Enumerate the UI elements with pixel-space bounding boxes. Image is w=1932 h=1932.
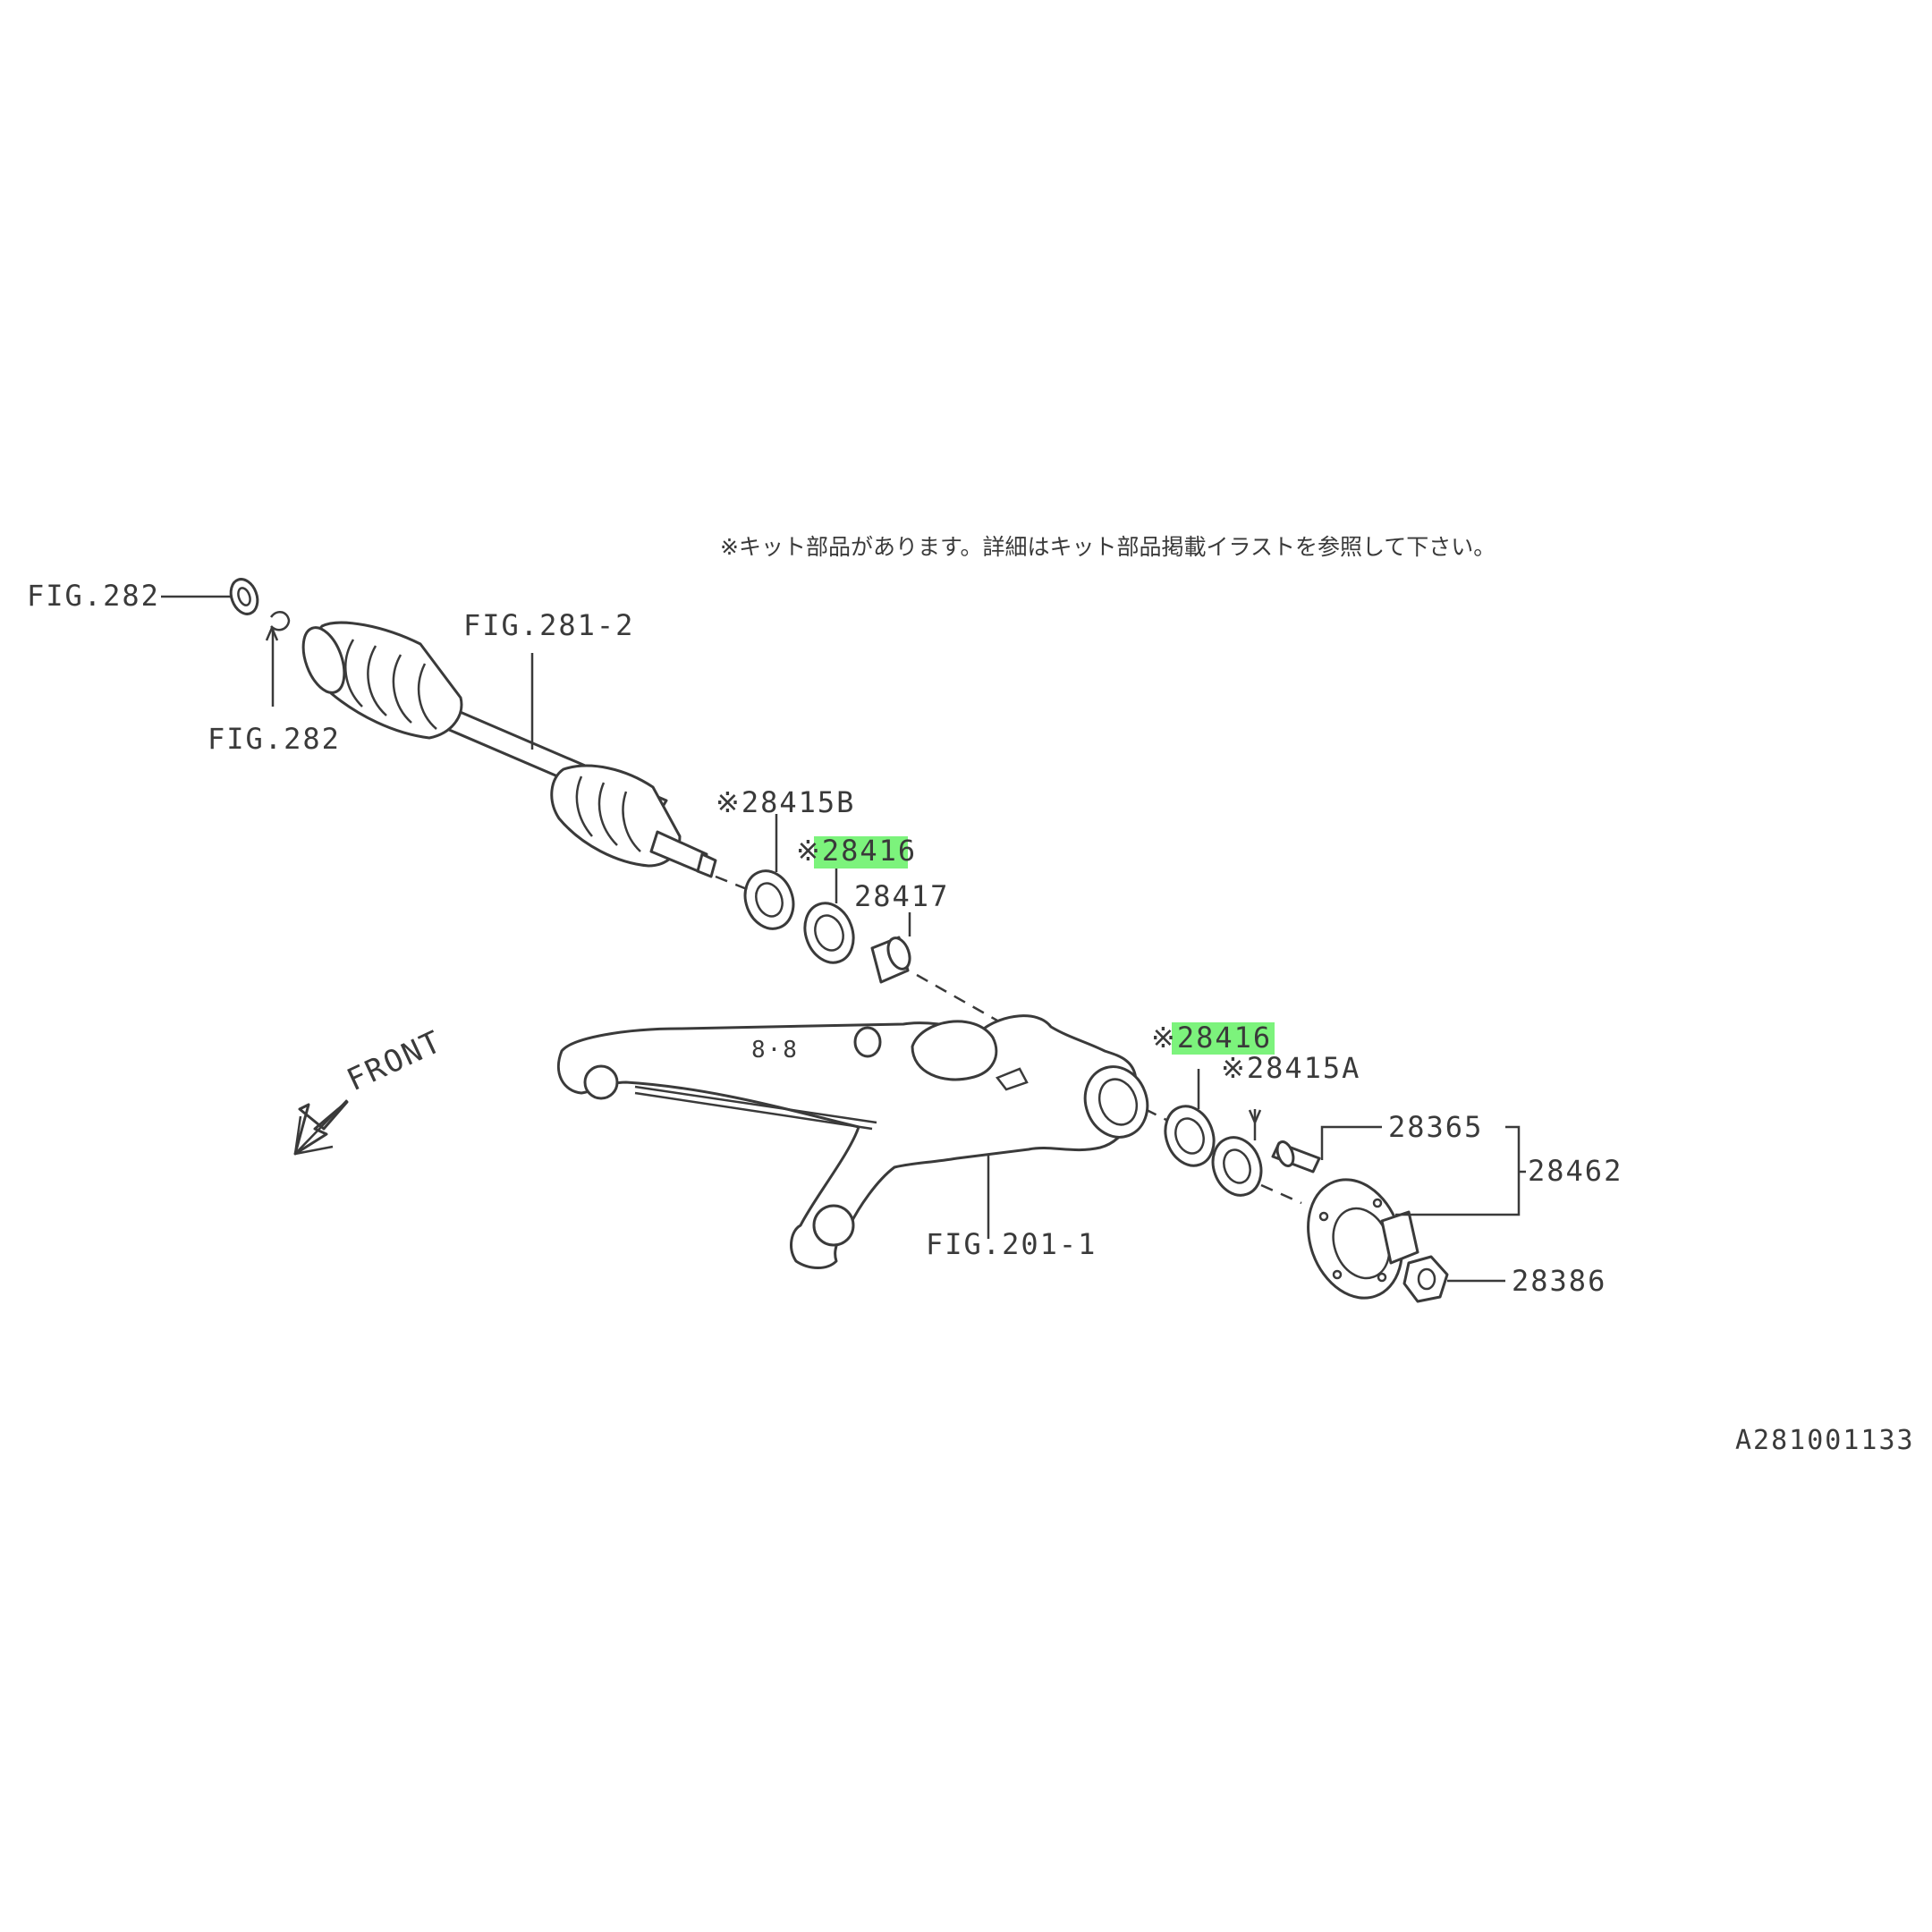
- drive-shaft: [301, 621, 717, 878]
- label-28415A: ※28415A: [1221, 1051, 1360, 1085]
- label-28462: 28462: [1528, 1154, 1623, 1188]
- rear-housing: 8·8: [556, 1014, 1149, 1269]
- illustration-id: A281001133: [1735, 1425, 1915, 1456]
- label-fig282-bottom: FIG.282: [208, 722, 341, 756]
- label-28417: 28417: [854, 879, 949, 913]
- inner-washers: [229, 578, 291, 631]
- label-28415B: ※28415B: [716, 785, 855, 819]
- label-fig201-1: FIG.201-1: [926, 1227, 1097, 1261]
- label-28365: 28365: [1388, 1110, 1483, 1144]
- hub-bolt-28365: [1271, 1140, 1321, 1174]
- label-28416-upper: ※28416: [796, 834, 917, 868]
- nut-28386: [1402, 1255, 1449, 1303]
- label-28416-lower: ※28416: [1151, 1021, 1272, 1055]
- svg-text:8·8: 8·8: [751, 1037, 799, 1063]
- oil-seal-28415A: [1211, 1136, 1263, 1197]
- highlight-28416-lower: [1172, 1022, 1275, 1055]
- spacer-28417: [870, 936, 911, 984]
- label-28386: 28386: [1512, 1264, 1606, 1298]
- kit-note: ※キット部品があります。詳細はキット部品掲載イラストを参照して下さい。: [720, 534, 1496, 560]
- hub-28462: [1307, 1178, 1419, 1300]
- bearing-28416-lower: [1164, 1105, 1216, 1167]
- front-label: FRONT: [342, 1023, 448, 1098]
- label-fig282-top: FIG.282: [27, 579, 160, 613]
- highlight-28416-upper: [814, 836, 908, 869]
- leader-lines: [161, 595, 1526, 1283]
- bearing-28416-upper: [803, 902, 855, 964]
- oil-seal-28415B: [743, 869, 795, 930]
- front-direction-arrow: FRONT: [293, 1023, 448, 1156]
- label-fig281-2: FIG.281-2: [463, 608, 634, 642]
